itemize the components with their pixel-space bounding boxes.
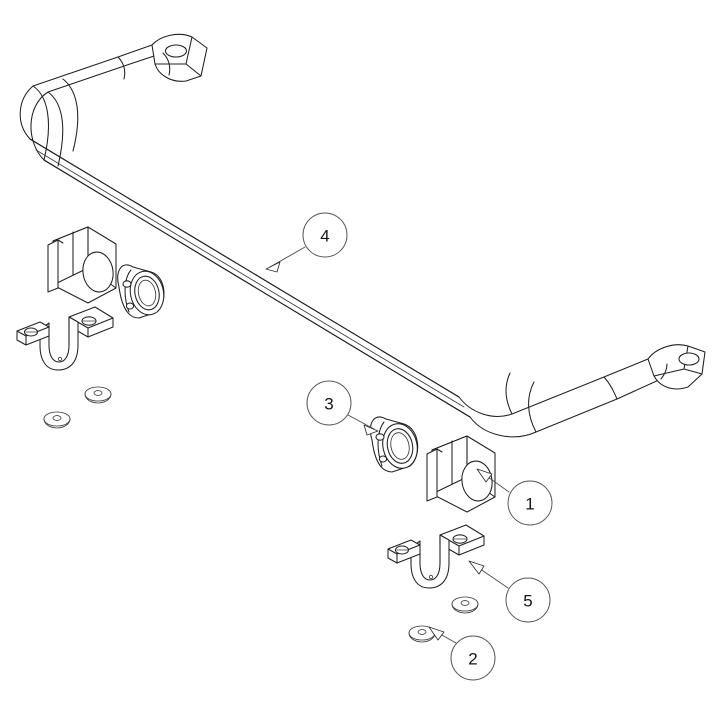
callout-2-number: 2 bbox=[468, 650, 477, 669]
callout-4-arrow-icon bbox=[265, 261, 281, 273]
callout-4-balloon[interactable] bbox=[302, 212, 348, 258]
part-bushing-right[interactable] bbox=[426, 435, 496, 513]
callout-4-number: 4 bbox=[320, 227, 329, 246]
part-bracket-right[interactable] bbox=[387, 524, 485, 589]
callout-5[interactable]: 5 bbox=[468, 560, 551, 623]
part-washer-right-upper[interactable] bbox=[451, 596, 479, 614]
callout-3[interactable]: 3 bbox=[306, 380, 379, 436]
callout-5-arrow-icon bbox=[468, 560, 485, 575]
callout-2[interactable]: 2 bbox=[428, 626, 496, 681]
callout-1-balloon[interactable] bbox=[507, 480, 553, 526]
part-washer-left-upper[interactable] bbox=[84, 386, 112, 404]
part-clamp-ring-left[interactable] bbox=[117, 264, 168, 319]
callout-5-balloon[interactable] bbox=[505, 577, 551, 623]
callout-5-number: 5 bbox=[523, 592, 532, 611]
part-bracket-left[interactable] bbox=[16, 306, 114, 371]
callout-1-arrow-icon bbox=[476, 468, 493, 483]
part-washer-left-lower[interactable] bbox=[43, 411, 71, 429]
callout-1[interactable]: 1 bbox=[476, 468, 553, 526]
callout-3-number: 3 bbox=[324, 395, 333, 414]
callout-3-arrow-icon bbox=[363, 424, 379, 436]
part-stabilizer-bar[interactable] bbox=[19, 33, 706, 438]
part-bushing-left[interactable] bbox=[47, 226, 117, 304]
callout-1-number: 1 bbox=[525, 495, 534, 514]
callout-2-arrow-icon bbox=[428, 626, 445, 641]
callout-3-leader bbox=[347, 414, 375, 430]
callout-3-balloon[interactable] bbox=[306, 380, 352, 426]
part-washer-right-lower[interactable] bbox=[408, 625, 436, 643]
part-clamp-ring-right[interactable] bbox=[369, 416, 421, 473]
callout-2-balloon[interactable] bbox=[450, 635, 496, 681]
callout-4[interactable]: 4 bbox=[265, 212, 348, 273]
